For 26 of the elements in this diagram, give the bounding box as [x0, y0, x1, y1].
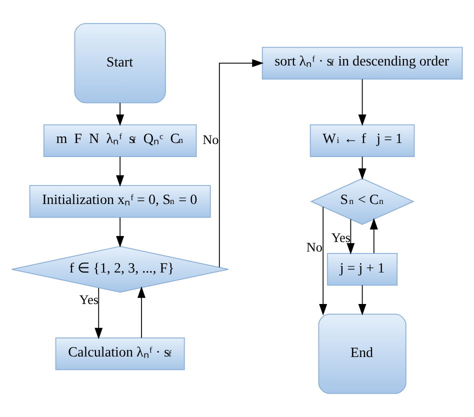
arrow [116, 156, 124, 187]
arrow [358, 156, 366, 180]
edge-label: Yes [79, 292, 98, 307]
edge-label: No [306, 239, 323, 254]
edge-label: Yes [331, 230, 351, 245]
edge-label: No [202, 132, 219, 148]
arrow [370, 218, 378, 254]
node-box: j = j + 1 [327, 252, 398, 286]
node-box: sort λₙᶠ · sf in descending order [262, 46, 463, 80]
node-diamond: Sn < Cn [310, 178, 414, 225]
node-box: Initialization xₙᶠ = 0, Sn = 0 [29, 185, 211, 218]
node-box: Calculation λₙᶠ · sf [55, 338, 185, 370]
arrow [137, 286, 146, 338]
arrow [358, 78, 366, 126]
node-box: m F N λₙᶠ sf Qₙᶜ Cn [43, 124, 197, 157]
arrow [116, 217, 124, 248]
node-box: Wi ← f j = 1 [310, 124, 415, 157]
arrow [346, 218, 355, 255]
node-box: Start [74, 23, 166, 104]
arrow [218, 59, 264, 268]
node-box: End [318, 314, 406, 394]
arrow [116, 102, 124, 126]
arrow [94, 288, 103, 340]
node-diamond: f ∈ {1, 2, 3, ..., F} [11, 246, 229, 293]
arrow [319, 206, 328, 316]
arrow [358, 284, 366, 316]
